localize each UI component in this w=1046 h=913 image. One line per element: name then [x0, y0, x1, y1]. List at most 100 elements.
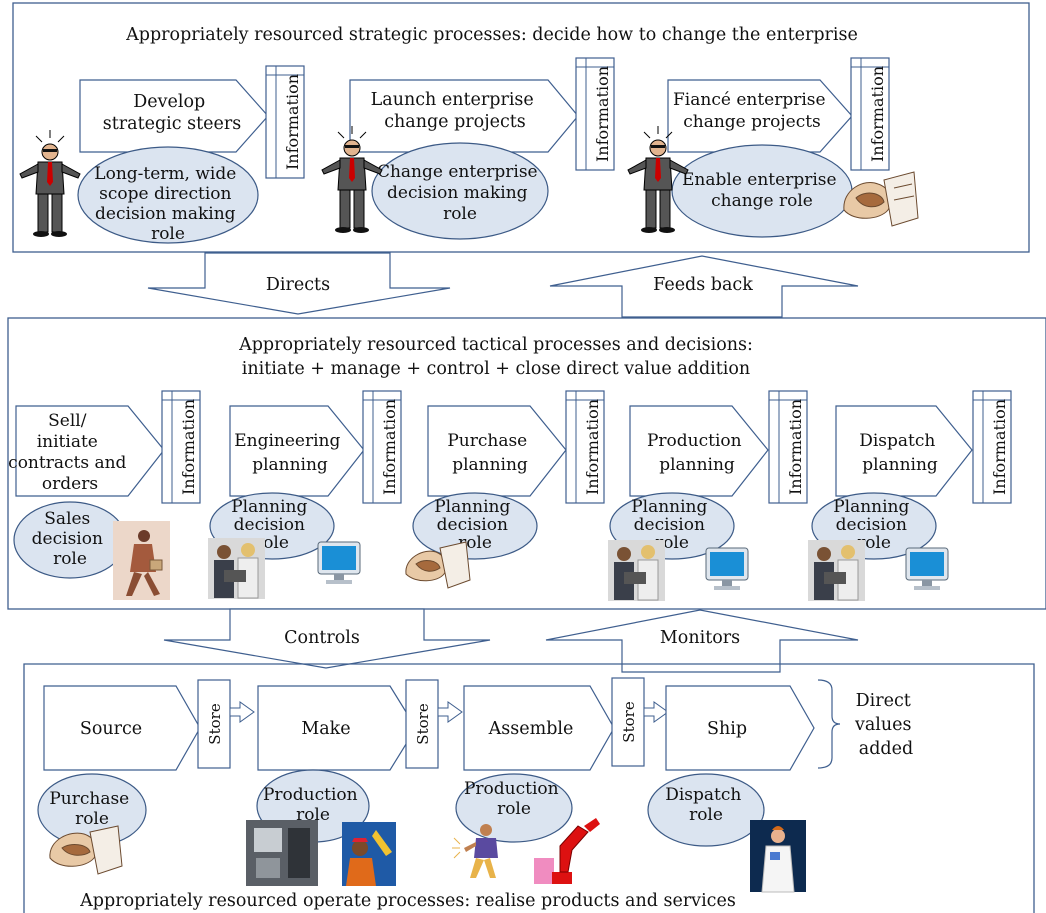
- store-box: Store: [611, 677, 645, 767]
- team-laptop-icon: [808, 540, 865, 601]
- monitor-icon: [905, 547, 949, 590]
- tactical-title-line-2: initiate + manage + control + close dire…: [242, 359, 750, 379]
- svg-text:Develop strategic stee: Develop strategic steers: [103, 92, 241, 134]
- tactical-process-engineering: Engineering planning Information Plannin…: [209, 390, 402, 560]
- tactical-process-3-line-1: Purchase: [447, 431, 527, 451]
- role-ellipse: [647, 773, 765, 847]
- tactical-role-3-line-2: decision: [437, 515, 508, 535]
- tactical-process-1-line-3: contracts and: [8, 453, 126, 473]
- direct-values-line-1: Direct: [856, 691, 911, 711]
- tactical-role-1-line-1: Sales: [44, 509, 90, 529]
- tactical-role-2-line-1: Planning: [231, 497, 307, 517]
- strategic-process-2-line-1: Launch enterprise: [371, 90, 534, 110]
- svg-text:Planning decision: Planning decision role: [434, 497, 516, 553]
- store-label: Store: [414, 703, 432, 745]
- direct-values-line-3: added: [859, 739, 913, 759]
- tactical-role-1-line-2: decision: [32, 529, 103, 549]
- role-ellipse: [77, 146, 259, 244]
- monitor-icon: [317, 541, 361, 584]
- operate-title: Appropriately resourced operate processe…: [79, 891, 736, 911]
- operate-role-2-line-1: Production: [263, 785, 358, 805]
- tactical-process-4-line-2: planning: [659, 455, 735, 475]
- tactical-process-5-line-2: planning: [862, 455, 938, 475]
- role-ellipse: [412, 492, 538, 560]
- flow-arrow: [229, 701, 255, 723]
- svg-text:Launch enterprise chan: Launch enterprise change projects: [371, 90, 540, 132]
- information-label: Information: [990, 399, 1009, 495]
- operate-process-ship-label: Ship: [707, 719, 747, 739]
- doctor-icon: [750, 820, 806, 893]
- flow-arrow: [437, 701, 463, 723]
- businessman-icon: [627, 126, 689, 233]
- role-ellipse: [371, 142, 549, 240]
- tactical-process-3-line-2: planning: [452, 455, 528, 475]
- svg-text:Planning decision: Planning decision role: [833, 497, 915, 553]
- tactical-process-2-line-1: Engineering: [234, 431, 340, 451]
- tactical-process-1-line-2: initiate: [37, 432, 98, 452]
- tactical-role-5-line-1: Planning: [833, 497, 909, 517]
- store-label: Store: [620, 701, 638, 743]
- tactical-role-3-line-1: Planning: [434, 497, 510, 517]
- strategic-process-launch: Launch enterprise change projects Inform…: [349, 57, 615, 240]
- directs-label: Directs: [266, 275, 330, 295]
- svg-text:Long-term, wide scope: Long-term, wide scope direction decision…: [94, 164, 241, 244]
- operate-role-3-line-2: role: [497, 799, 531, 819]
- svg-text:Purchase role: Purchase role: [49, 789, 134, 829]
- handshake-icon: [843, 171, 919, 227]
- information-label: Information: [786, 399, 805, 495]
- operate-process-ship: Ship: [665, 685, 815, 771]
- handshake-icon: [405, 541, 471, 589]
- operate-process-make-label: Make: [301, 719, 350, 739]
- strategic-role-1-line-1: Long-term, wide: [94, 164, 236, 184]
- tactical-process-sell: Sell/ initiate contracts and orders Info…: [8, 390, 201, 579]
- svg-text:Dispatch role: Dispatch role: [665, 785, 747, 825]
- strategic-process-3-line-2: change projects: [683, 112, 821, 132]
- tactical-process-1-line-1: Sell/: [48, 411, 87, 431]
- businessman-icon: [321, 126, 383, 233]
- information-box: Information: [575, 57, 615, 171]
- strategic-process-develop: Develop strategic steers Information Lon…: [77, 65, 305, 244]
- strategic-process-1-line-1: Develop: [133, 92, 205, 112]
- operate-process-assemble-label: Assemble: [488, 719, 574, 739]
- strategic-role-1-line-4: role: [151, 224, 185, 244]
- information-label: Information: [593, 66, 612, 162]
- strategic-role-2-line-1: Change enterprise: [377, 162, 538, 182]
- direct-values-line-2: values: [854, 715, 912, 735]
- svg-text:Fiancé enterprise chan: Fiancé enterprise change projects: [673, 90, 831, 132]
- tactical-role-1-line-3: role: [53, 549, 87, 569]
- operate-process-make: Make: [257, 685, 417, 771]
- strategic-role-2-line-2: decision making: [387, 183, 528, 203]
- operate-process-source: Source: [43, 685, 201, 771]
- strategic-process-2-line-2: change projects: [384, 112, 526, 132]
- information-label: Information: [868, 66, 887, 162]
- monitor-icon: [705, 547, 749, 590]
- feeds-back-arrow: Feeds back: [549, 255, 859, 318]
- information-label: Information: [380, 399, 399, 495]
- information-label: Information: [179, 399, 198, 495]
- worker-icon: [452, 824, 498, 878]
- strategic-role-1-line-2: scope direction: [99, 184, 231, 204]
- controls-arrow: Controls: [163, 608, 491, 669]
- strategic-role-2-line-3: role: [443, 204, 477, 224]
- businessman-icon: [19, 130, 81, 237]
- svg-text:Production role: Production role: [263, 785, 363, 825]
- tactical-role-5-line-3: role: [857, 533, 891, 553]
- svg-text:Purchase planning: Purchase planning: [447, 431, 532, 475]
- flow-arrow: [643, 701, 669, 723]
- information-box: Information: [265, 65, 305, 179]
- machine-icon: [246, 820, 318, 886]
- svg-text:Dispatch planning: Dispatch planning: [859, 431, 941, 475]
- information-label: Information: [283, 74, 302, 170]
- tactical-process-production: Production planning Information Planning…: [609, 390, 808, 560]
- information-box: Information: [362, 390, 402, 504]
- worker-icon: [342, 822, 396, 886]
- strategic-role-3-line-2: change role: [711, 191, 813, 211]
- directs-arrow: Directs: [147, 252, 451, 315]
- tactical-role-5-line-2: decision: [836, 515, 907, 535]
- svg-text:Production role: Production role: [464, 779, 564, 819]
- svg-text:Change enterprise deci: Change enterprise decision making role: [377, 162, 543, 224]
- tactical-process-5-line-1: Dispatch: [859, 431, 935, 451]
- information-box: Information: [565, 390, 605, 504]
- controls-label: Controls: [284, 628, 360, 648]
- tactical-process-dispatch: Dispatch planning Information Planning d…: [811, 390, 1012, 560]
